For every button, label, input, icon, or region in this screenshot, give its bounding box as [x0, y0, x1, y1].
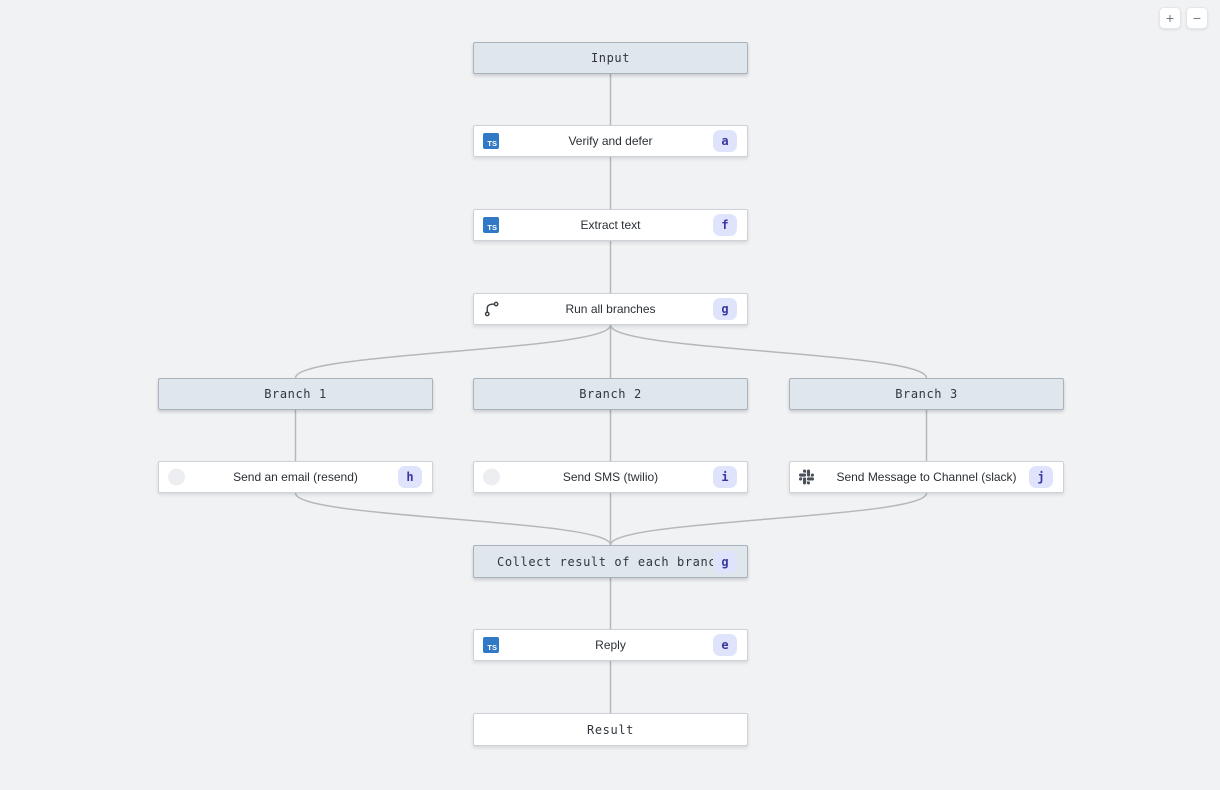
node-label: Send Message to Channel (slack)	[836, 470, 1017, 484]
node-label: Branch 3	[895, 387, 958, 401]
node-label: Verify and defer	[568, 134, 653, 148]
node-label: Result	[587, 722, 634, 737]
typescript-icon: TS	[483, 637, 499, 653]
node-branch-1[interactable]: Branch 1	[158, 378, 433, 410]
node-verify-and-defer[interactable]: TS Verify and defer a	[473, 125, 748, 157]
node-extract-text[interactable]: TS Extract text f	[473, 209, 748, 241]
node-label: Run all branches	[565, 302, 656, 316]
zoom-out-button[interactable]: −	[1186, 7, 1208, 29]
resend-icon	[168, 468, 185, 486]
node-send-email-resend[interactable]: Send an email (resend) h	[158, 461, 433, 493]
shortcut-badge: g	[713, 298, 737, 320]
canvas-zoom-controls: + −	[1159, 7, 1208, 29]
node-branch-3[interactable]: Branch 3	[789, 378, 1064, 410]
node-label: Send SMS (twilio)	[562, 470, 659, 484]
node-send-message-slack[interactable]: Send Message to Channel (slack) j	[789, 461, 1064, 493]
node-branch-2[interactable]: Branch 2	[473, 378, 748, 410]
node-collect-results[interactable]: Collect result of each branch g	[473, 545, 748, 578]
edge	[609, 492, 928, 546]
edge	[609, 324, 928, 379]
shortcut-badge: f	[713, 214, 737, 236]
typescript-icon: TS	[483, 133, 499, 149]
node-label: Collect result of each branch	[497, 554, 724, 569]
typescript-icon: TS	[483, 217, 499, 233]
node-label: Input	[590, 51, 631, 65]
node-input[interactable]: Input	[473, 42, 748, 74]
shortcut-badge: h	[398, 466, 422, 488]
node-result[interactable]: Result	[473, 713, 748, 746]
node-reply[interactable]: TS Reply e	[473, 629, 748, 661]
shortcut-badge: i	[713, 466, 737, 488]
node-label: Branch 2	[579, 387, 642, 401]
node-label: Send an email (resend)	[233, 470, 358, 484]
edge	[294, 492, 612, 546]
edge	[294, 324, 612, 379]
twilio-icon	[483, 468, 500, 486]
slack-icon	[799, 469, 814, 485]
zoom-in-button[interactable]: +	[1159, 7, 1181, 29]
node-send-sms-twilio[interactable]: Send SMS (twilio) i	[473, 461, 748, 493]
shortcut-badge: e	[713, 634, 737, 656]
node-run-all-branches[interactable]: Run all branches g	[473, 293, 748, 325]
shortcut-badge: g	[713, 550, 737, 573]
node-label: Branch 1	[264, 387, 327, 401]
shortcut-badge: a	[713, 130, 737, 152]
node-label: Extract text	[580, 218, 641, 232]
node-label: Reply	[595, 638, 626, 652]
shortcut-badge: j	[1029, 466, 1053, 488]
branch-icon	[484, 301, 499, 317]
